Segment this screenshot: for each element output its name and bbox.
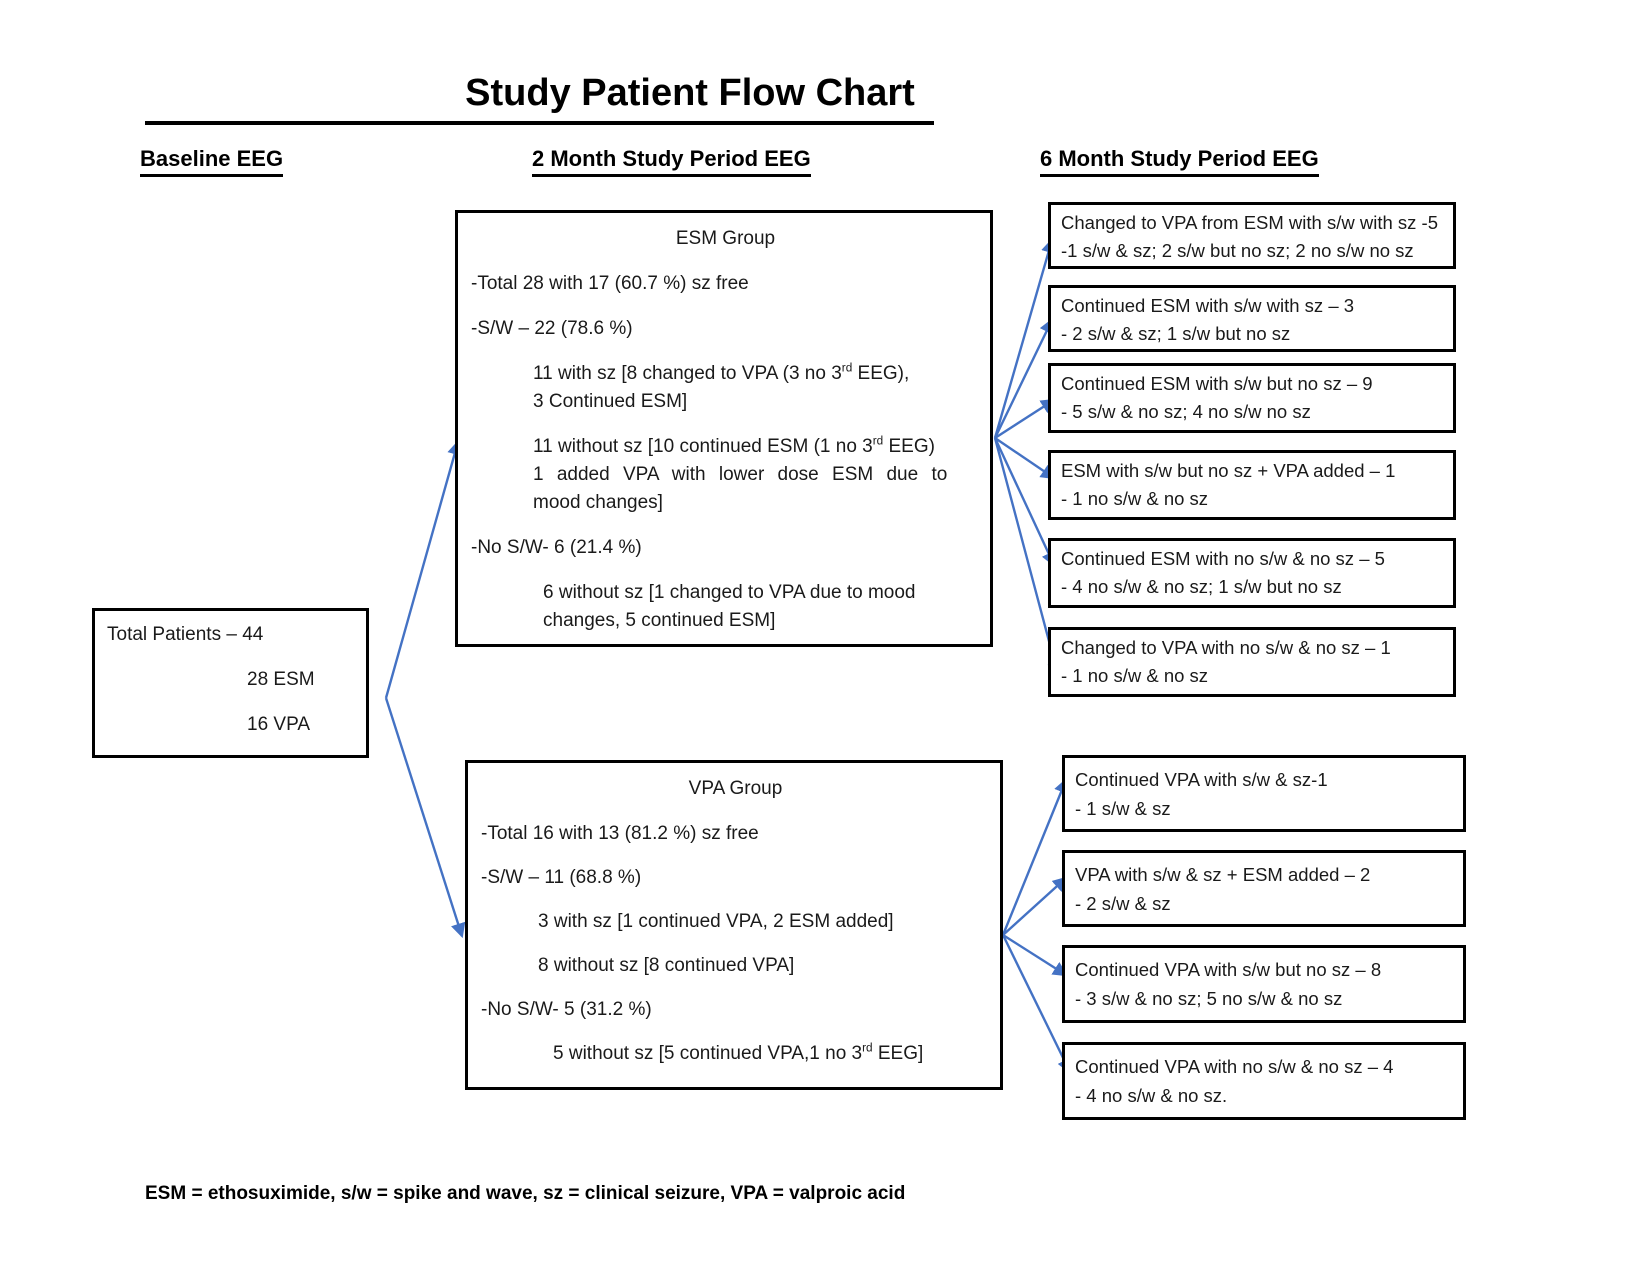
vpa-outcome-box-2: VPA with s/w & sz + ESM added – 2 - 2 s/… xyxy=(1062,850,1466,927)
esm-without-sz-line: 11 without sz [10 continued ESM (1 no 3r… xyxy=(533,433,980,461)
vpa-with-sz-line: 3 with sz [1 continued VPA, 2 ESM added] xyxy=(538,911,894,932)
outcome-line: - 4 no s/w & no sz; 1 s/w but no sz xyxy=(1061,576,1342,597)
column-header-baseline: Baseline EEG xyxy=(140,146,284,177)
esm-sw-line: -S/W – 22 (78.6 %) xyxy=(471,318,633,339)
esm-outcome-box-5: Continued ESM with no s/w & no sz – 5 - … xyxy=(1048,538,1456,608)
arrow-esm-to-outcome-4 xyxy=(994,437,1056,480)
outcome-line: Continued ESM with s/w with sz – 3 xyxy=(1061,295,1355,316)
esm-total-line: -Total 28 with 17 (60.7 %) sz free xyxy=(471,273,749,294)
text-part: 11 without sz [10 continued ESM (1 no 3 xyxy=(533,436,873,457)
ordinal-superscript: rd xyxy=(872,434,884,448)
vpa-without-sz-line: 8 without sz [8 continued VPA] xyxy=(538,955,795,976)
outcome-line: - 1 no s/w & no sz xyxy=(1061,665,1209,686)
vpa-outcome-box-3: Continued VPA with s/w but no sz – 8 - 3… xyxy=(1062,945,1466,1023)
esm-without-sz-cont2: mood changes] xyxy=(533,492,663,513)
outcome-line: Continued ESM with no s/w & no sz – 5 xyxy=(1061,548,1385,569)
outcome-line: - 5 s/w & no sz; 4 no s/w no sz xyxy=(1061,401,1311,422)
outcome-line: Continued ESM with s/w but no sz – 9 xyxy=(1061,373,1373,394)
esm-group-box: ESM Group -Total 28 with 17 (60.7 %) sz … xyxy=(455,210,993,647)
esm-count: 28 ESM xyxy=(247,669,315,690)
arrow-vpa-to-outcome-1 xyxy=(1001,777,1069,936)
outcome-line: - 4 no s/w & no sz. xyxy=(1075,1085,1228,1106)
vpa-no-sw-detail: 5 without sz [5 continued VPA,1 no 3rd E… xyxy=(553,1040,990,1068)
vpa-outcome-box-4: Continued VPA with no s/w & no sz – 4 - … xyxy=(1062,1042,1466,1120)
vpa-group-heading: VPA Group xyxy=(688,778,783,799)
esm-without-sz-cont1: 1 added VPA with lower dose ESM due to xyxy=(533,464,948,485)
arrow-esm-to-outcome-5 xyxy=(993,437,1056,568)
arrow-esm-to-outcome-3 xyxy=(994,398,1056,440)
vpa-count: 16 VPA xyxy=(247,714,311,735)
arrow-vpa-to-outcome-4 xyxy=(1001,934,1072,1075)
text-part: EEG] xyxy=(872,1043,924,1064)
ordinal-superscript: rd xyxy=(862,1041,873,1055)
outcome-line: ESM with s/w but no sz + VPA added – 1 xyxy=(1061,460,1396,481)
arrow-vpa-to-outcome-2 xyxy=(1002,876,1068,936)
outcome-line: Changed to VPA from ESM with s/w with sz… xyxy=(1061,212,1438,233)
title-underline xyxy=(145,121,934,125)
esm-no-sw-line: -No S/W- 6 (21.4 %) xyxy=(471,537,642,558)
text-part: 11 with sz [8 changed to VPA (3 no 3 xyxy=(533,363,842,384)
outcome-line: Continued VPA with s/w & sz-1 xyxy=(1075,769,1328,790)
outcome-line: Continued VPA with s/w but no sz – 8 xyxy=(1075,959,1382,980)
esm-outcome-box-4: ESM with s/w but no sz + VPA added – 1 -… xyxy=(1048,450,1456,520)
outcome-line: - 2 s/w & sz xyxy=(1075,893,1171,914)
outcome-line: - 3 s/w & no sz; 5 no s/w & no sz xyxy=(1075,988,1343,1009)
esm-outcome-box-2: Continued ESM with s/w with sz – 3 - 2 s… xyxy=(1048,285,1456,352)
arrow-vpa-to-outcome-3 xyxy=(1002,933,1068,977)
text-part: EEG) xyxy=(883,436,935,457)
text-part: 5 without sz [5 continued VPA,1 no 3 xyxy=(553,1043,863,1064)
total-patients-line: Total Patients – 44 xyxy=(107,624,264,645)
ordinal-superscript: rd xyxy=(841,361,853,375)
outcome-line: Continued VPA with no s/w & no sz – 4 xyxy=(1075,1056,1394,1077)
outcome-line: Changed to VPA with no s/w & no sz – 1 xyxy=(1061,637,1391,658)
vpa-outcome-box-1: Continued VPA with s/w & sz-1 - 1 s/w & … xyxy=(1062,755,1466,832)
vpa-group-box: VPA Group -Total 16 with 13 (81.2 %) sz … xyxy=(465,760,1003,1090)
arrow-esm-to-outcome-1 xyxy=(993,237,1056,439)
esm-outcome-box-1: Changed to VPA from ESM with s/w with sz… xyxy=(1048,202,1456,269)
text-part: EEG), xyxy=(852,363,910,384)
outcome-line: - 1 no s/w & no sz xyxy=(1061,488,1209,509)
esm-group-heading: ESM Group xyxy=(675,228,776,249)
esm-no-sw-detail1: 6 without sz [1 changed to VPA due to mo… xyxy=(543,582,916,603)
outcome-line: -1 s/w & sz; 2 s/w but no sz; 2 no s/w n… xyxy=(1061,240,1414,261)
esm-outcome-box-6: Changed to VPA with no s/w & no sz – 1 -… xyxy=(1048,627,1456,697)
esm-outcome-box-3: Continued ESM with s/w but no sz – 9 - 5… xyxy=(1048,363,1456,433)
page-title: Study Patient Flow Chart xyxy=(465,72,915,114)
esm-with-sz-cont: 3 Continued ESM] xyxy=(533,391,688,412)
column-header-two-month: 2 Month Study Period EEG xyxy=(532,146,811,177)
vpa-total-line: -Total 16 with 13 (81.2 %) sz free xyxy=(481,823,759,844)
arrow-total-to-vpa xyxy=(384,697,466,939)
outcome-line: VPA with s/w & sz + ESM added – 2 xyxy=(1075,864,1371,885)
arrow-total-to-esm xyxy=(384,439,462,699)
esm-with-sz-line: 11 with sz [8 changed to VPA (3 no 3rd E… xyxy=(533,360,980,388)
column-header-six-month: 6 Month Study Period EEG xyxy=(1040,146,1319,177)
arrow-esm-to-outcome-2 xyxy=(993,317,1054,439)
outcome-line: - 2 s/w & sz; 1 s/w but no sz xyxy=(1061,323,1291,344)
legend-text: ESM = ethosuximide, s/w = spike and wave… xyxy=(145,1183,906,1204)
vpa-sw-line: -S/W – 11 (68.8 %) xyxy=(481,867,642,888)
vpa-no-sw-line: -No S/W- 5 (31.2 %) xyxy=(481,999,652,1020)
esm-no-sw-detail2: changes, 5 continued ESM] xyxy=(543,610,776,631)
outcome-line: - 1 s/w & sz xyxy=(1075,798,1171,819)
total-patients-box: Total Patients – 44 28 ESM 16 VPA xyxy=(92,608,369,758)
